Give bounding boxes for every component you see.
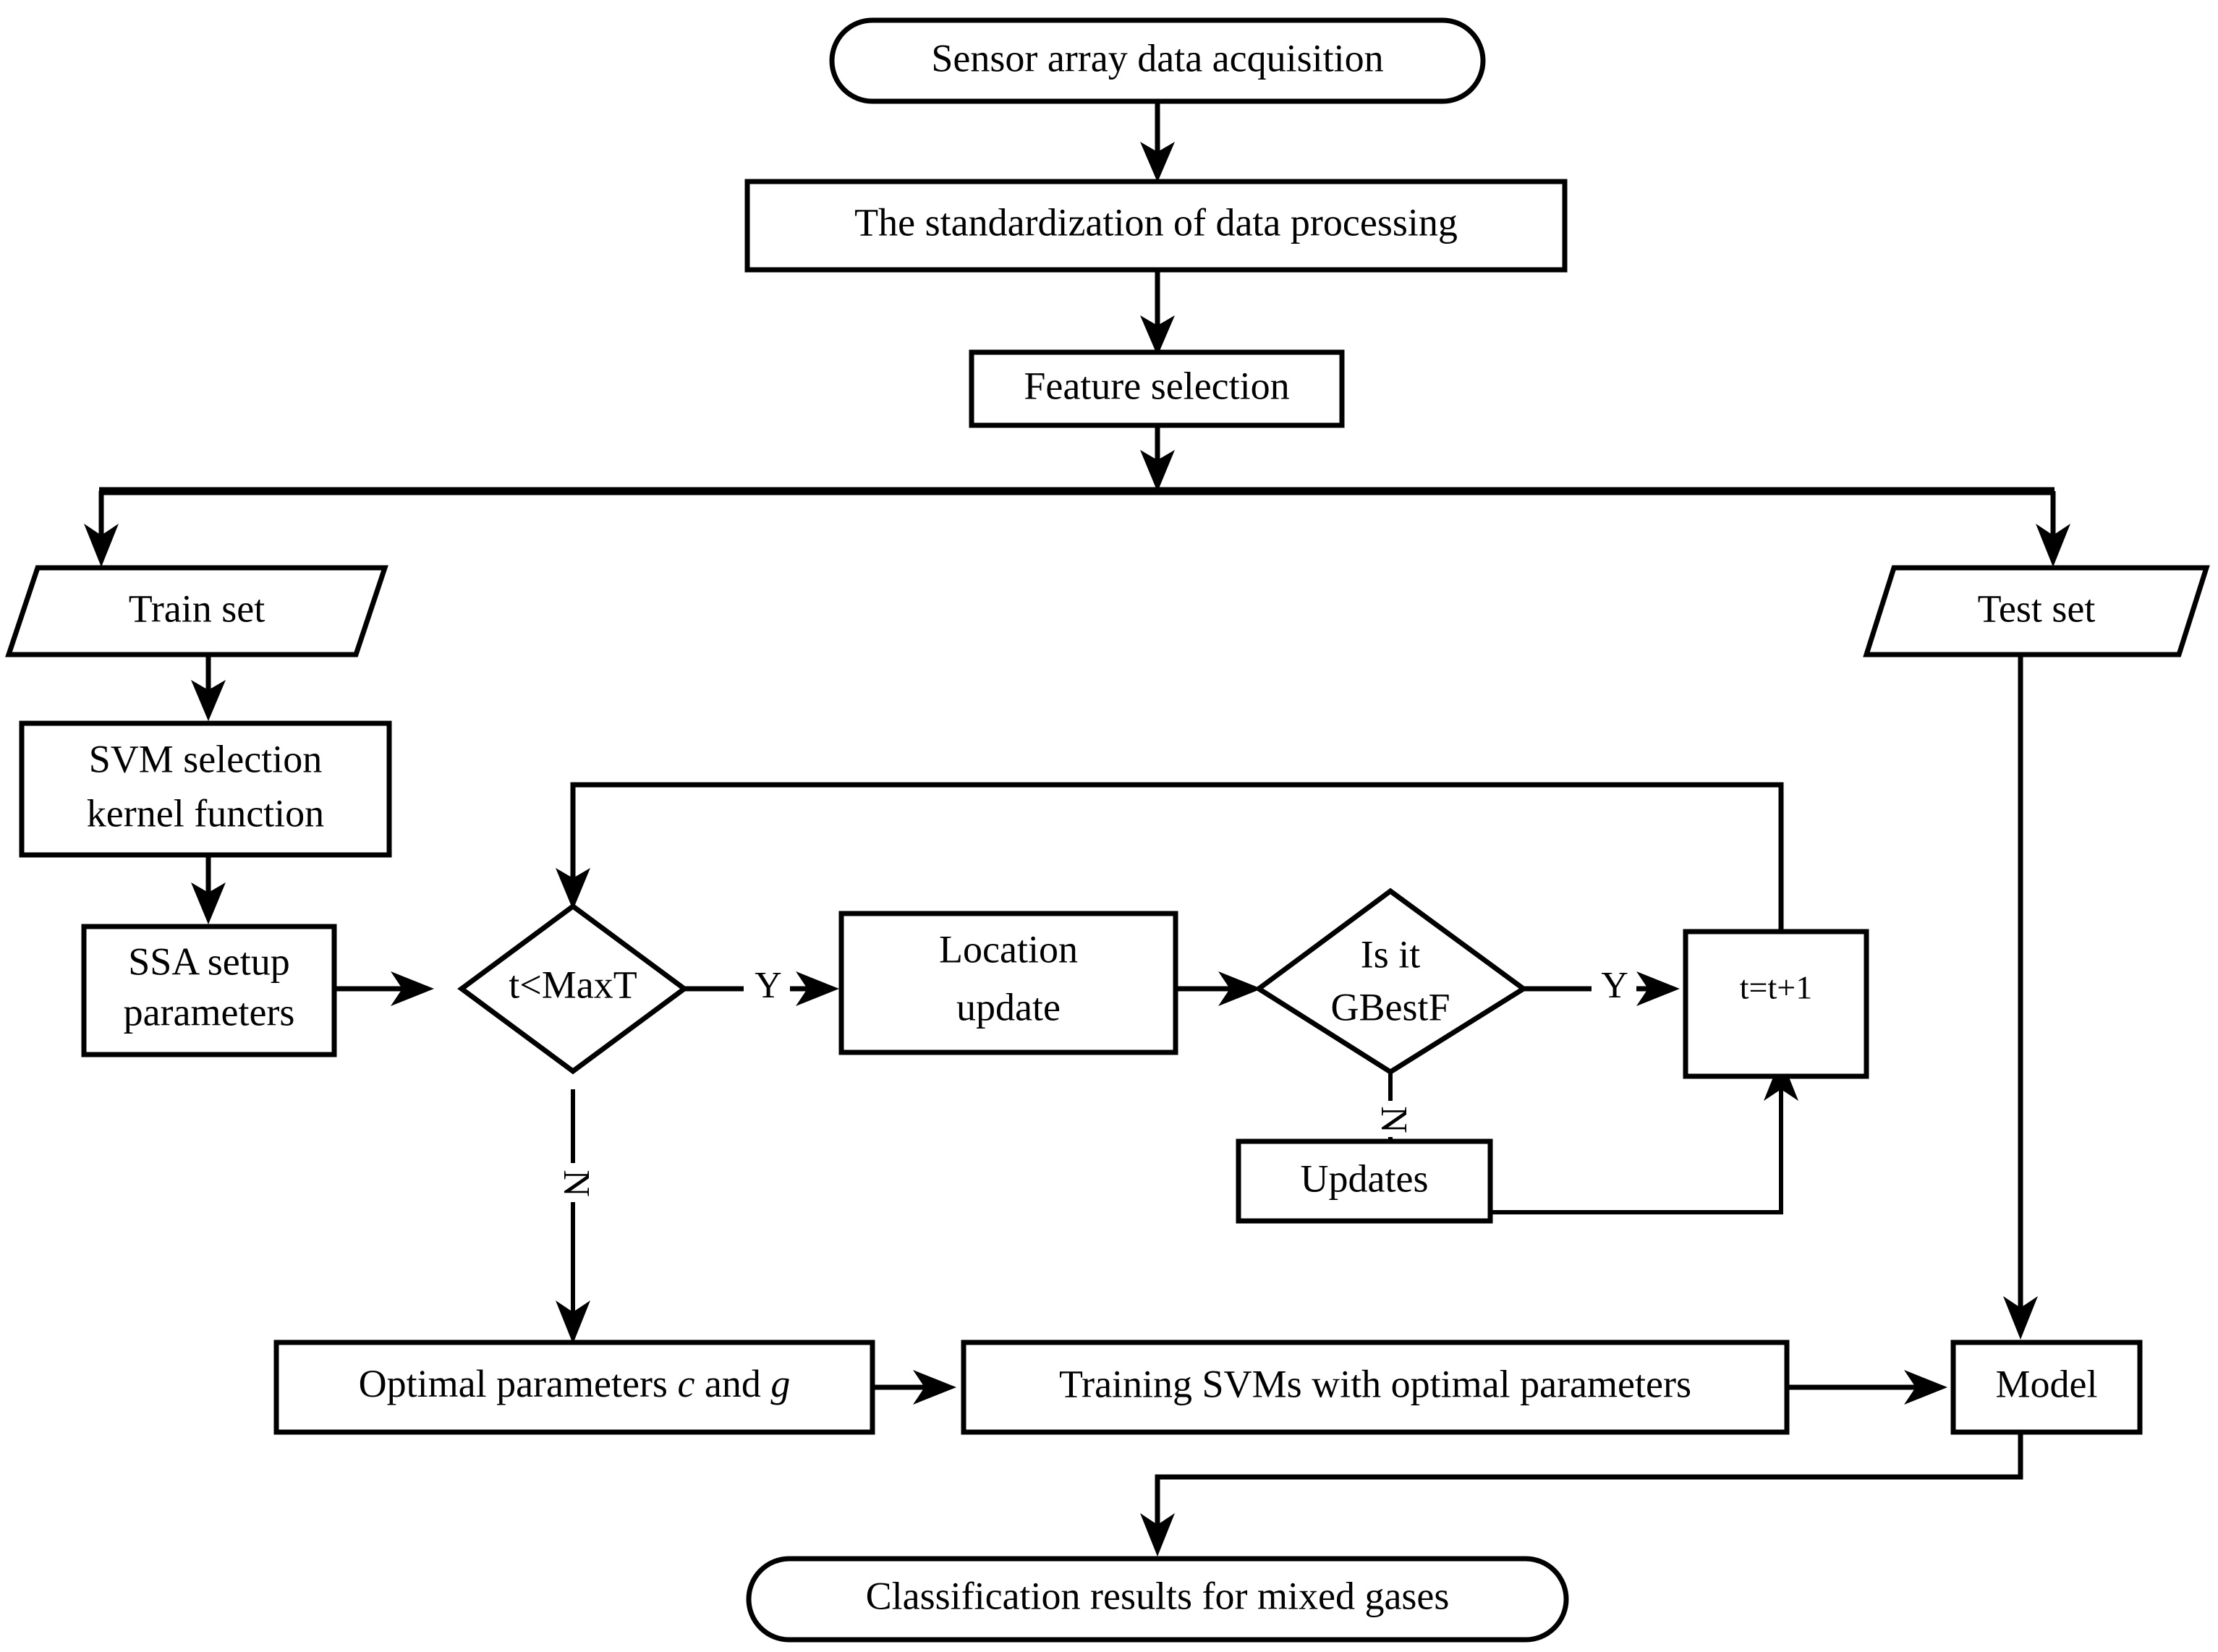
node-ssa-setup-label-line1: SSA setup	[128, 940, 290, 983]
branch-label-tmaxt-yes: Y	[755, 965, 782, 1006]
node-is-it-gbestf-label-line2: GBestF	[1330, 985, 1450, 1029]
node-train-set-label: Train set	[129, 587, 265, 630]
node-classification-results-label: Classification results for mixed gases	[866, 1574, 1450, 1617]
node-t-lt-maxt-label: t<MaxT	[509, 963, 637, 1006]
edge-updates-to-tincrement	[1487, 1057, 1798, 1214]
edge-test-set-to-model	[2003, 655, 2038, 1340]
node-optimal-params-label: Optimal parameters c and g	[359, 1362, 791, 1405]
edge-split-to-test-set	[2036, 491, 2070, 567]
node-updates-label: Updates	[1301, 1157, 1429, 1200]
node-classification-results[interactable]: Classification results for mixed gases	[746, 1556, 1569, 1643]
node-is-it-gbestf-label-line1: Is it	[1361, 932, 1421, 976]
node-model-label: Model	[1996, 1362, 2098, 1405]
node-t-lt-maxt[interactable]: t<MaxT	[457, 903, 689, 1075]
branch-label-tmaxt-no: N	[556, 1170, 597, 1197]
branch-label-tmaxt-no-text: N	[556, 1170, 597, 1197]
node-t-increment[interactable]: t=t+1	[1683, 929, 1869, 1079]
node-model[interactable]: Model	[1950, 1340, 2143, 1435]
optimal-params-prefix: Optimal parameters	[359, 1362, 678, 1405]
optimal-params-mid: and	[694, 1362, 770, 1405]
node-is-it-gbestf[interactable]: Is it GBestF	[1254, 887, 1529, 1076]
edge-location-to-gbestf	[1176, 971, 1262, 1006]
node-training-svms[interactable]: Training SVMs with optimal parameters	[961, 1340, 1790, 1435]
edge-split-to-train-set	[84, 491, 119, 567]
node-ssa-setup[interactable]: SSA setup parameters	[81, 924, 337, 1057]
edge-tmaxt-yes-to-location	[683, 971, 839, 1006]
node-svm-kernel-label-line1: SVM selection	[89, 737, 322, 780]
branch-label-gbestf-yes-text: Y	[1601, 965, 1628, 1006]
node-location-update-label-line2: update	[956, 985, 1061, 1029]
branch-label-tmaxt-yes-text: Y	[755, 965, 782, 1006]
node-location-update[interactable]: Location update	[838, 911, 1178, 1055]
node-test-set-label: Test set	[1978, 587, 2096, 630]
node-standardization[interactable]: The standardization of data processing	[744, 179, 1568, 273]
edge-tmaxt-no-to-optimal	[556, 1089, 590, 1344]
node-ssa-setup-label-line2: parameters	[124, 990, 295, 1034]
edge-svm-to-ssa	[191, 856, 226, 924]
branch-label-gbestf-no: N	[1373, 1106, 1414, 1133]
node-feature-selection-label: Feature selection	[1024, 364, 1289, 407]
node-svm-kernel-label-line2: kernel function	[87, 791, 324, 835]
node-train-set[interactable]: Train set	[5, 565, 388, 657]
optimal-params-g: g	[770, 1362, 790, 1405]
edge-sensor-to-standardization	[1140, 101, 1175, 182]
branch-label-gbestf-no-text: N	[1373, 1106, 1414, 1133]
node-svm-kernel[interactable]: SVM selection kernel function	[19, 720, 392, 858]
branch-label-gbestf-yes: Y	[1601, 965, 1628, 1006]
edge-ssa-to-tmaxt	[334, 971, 434, 1006]
node-training-svms-label: Training SVMs with optimal parameters	[1059, 1362, 1691, 1405]
node-updates[interactable]: Updates	[1236, 1138, 1493, 1224]
edge-tincrement-to-tmaxt-loop	[556, 782, 1784, 948]
node-test-set[interactable]: Test set	[1863, 565, 2210, 657]
edge-train-set-to-svm	[191, 655, 226, 721]
node-optimal-params[interactable]: Optimal parameters c and g	[273, 1340, 875, 1435]
node-standardization-label: The standardization of data processing	[854, 200, 1458, 244]
node-sensor-acquisition[interactable]: Sensor array data acquisition	[829, 17, 1486, 104]
edge-optimal-to-training	[870, 1370, 956, 1405]
node-location-update-label-line1: Location	[939, 927, 1078, 971]
optimal-params-c: c	[677, 1362, 694, 1405]
node-feature-selection[interactable]: Feature selection	[969, 349, 1345, 428]
edge-feature-to-split	[1140, 425, 1175, 492]
edge-model-to-classification	[1140, 1429, 2023, 1557]
edge-training-to-model	[1785, 1370, 1947, 1405]
edge-gbestf-yes-to-tincrement	[1522, 971, 1680, 1006]
node-sensor-acquisition-label: Sensor array data acquisition	[931, 36, 1383, 80]
node-t-increment-label: t=t+1	[1740, 969, 1812, 1006]
edge-standardization-to-feature	[1140, 271, 1175, 356]
